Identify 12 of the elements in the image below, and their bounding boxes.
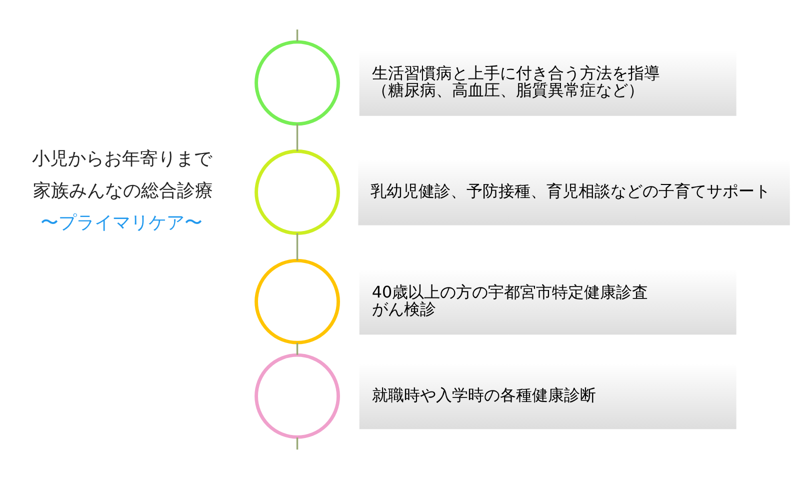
node-circle (254, 352, 340, 438)
connector (296, 342, 298, 354)
connector (296, 29, 298, 41)
label: 〜プライマリケア〜 (40, 212, 202, 233)
node-circle (254, 40, 340, 126)
connector (296, 436, 298, 450)
connector (296, 123, 298, 151)
connector (296, 232, 298, 260)
node-circle (254, 149, 340, 234)
label: 小児からお年寄りまで (32, 148, 212, 170)
node-circle (254, 258, 340, 344)
label: 家族みんなの総合診療 (33, 180, 214, 202)
